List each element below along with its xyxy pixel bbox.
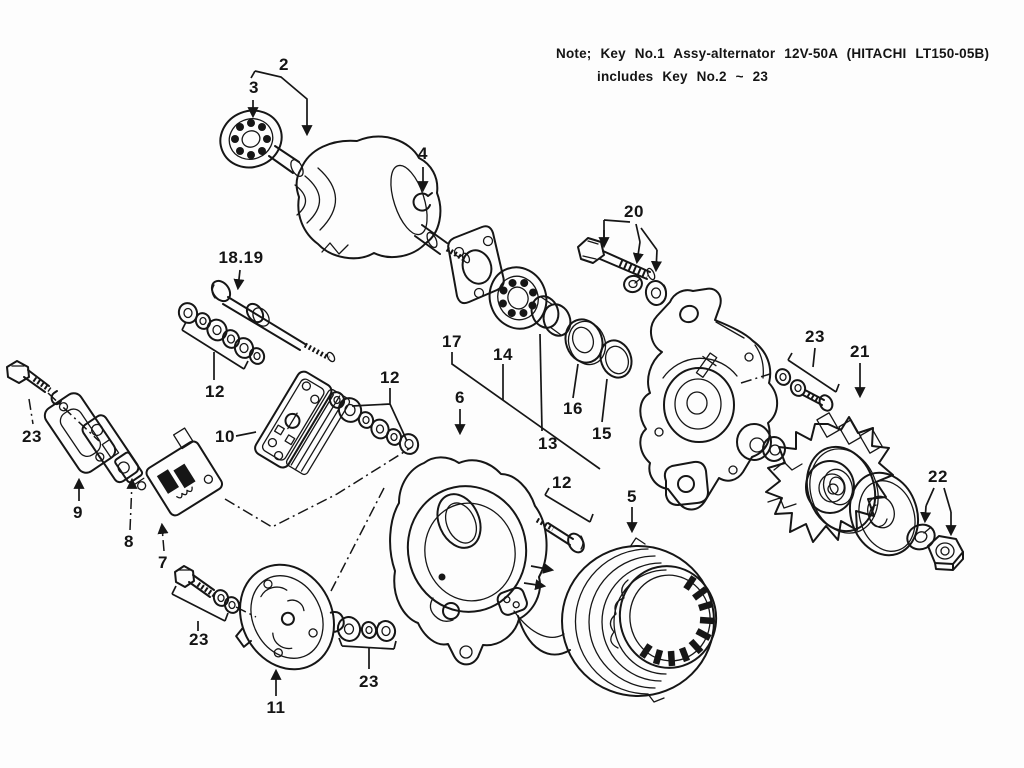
cover-bolt	[535, 517, 585, 554]
bolt-upper-left	[6, 360, 62, 406]
part-label-3: 3	[249, 78, 259, 97]
housing-washers	[736, 423, 786, 462]
part-label-23b: 23	[189, 630, 209, 649]
part-label-14: 14	[493, 345, 513, 364]
part-label-8: 8	[124, 532, 134, 551]
part-label-20: 20	[624, 202, 644, 221]
part-label-12a: 12	[205, 382, 225, 401]
part-label-21: 21	[850, 342, 870, 361]
rotor-shaft-assembly	[219, 109, 471, 264]
stator-winding	[561, 537, 718, 703]
part-label-11: 11	[266, 698, 286, 717]
pulley	[805, 445, 919, 557]
brush-holder-plates	[43, 392, 140, 484]
seal-ring	[599, 339, 633, 379]
assembly-centerlines	[47, 373, 771, 618]
bolt-lower-left	[174, 565, 241, 614]
end-cover-plate	[235, 563, 345, 671]
part-label-13: 13	[538, 434, 558, 453]
bearing-retainer-plate	[447, 225, 505, 305]
brush-holder	[145, 427, 224, 517]
front-cover	[389, 456, 548, 666]
part-label-22: 22	[928, 467, 948, 486]
part-label-23c: 23	[359, 672, 379, 691]
snap-ring	[412, 192, 433, 212]
part-label-23d: 23	[805, 327, 825, 346]
callout-leader-lines	[28, 70, 957, 696]
part-label-23a: 23	[22, 427, 42, 446]
part-label-17: 17	[442, 332, 462, 351]
rear-housing-bracket	[639, 287, 779, 511]
bearing-balls	[231, 119, 271, 159]
collar-ring	[564, 318, 607, 366]
part-label-12c: 12	[552, 473, 572, 492]
part-label-18-19: 18.19	[218, 248, 264, 267]
part-label-7: 7	[158, 553, 168, 572]
stator-slots	[639, 575, 715, 667]
bearing-spacer	[530, 295, 572, 337]
front-bearing	[488, 266, 548, 330]
through-bolt	[210, 279, 336, 363]
housing-bolt-set	[577, 237, 668, 306]
part-label-4: 4	[418, 144, 428, 163]
diagram-note-line1: Note; Key No.1 Assy-alternator 12V-50A (…	[556, 46, 990, 61]
part-label-10: 10	[215, 427, 235, 446]
washer-set-mid	[328, 391, 420, 455]
rectifier-assembly	[254, 370, 351, 476]
washer-nut-set-bottom	[336, 616, 397, 642]
diagram-note-line2: includes Key No.2 ~ 23	[597, 69, 769, 84]
part-label-12b: 12	[380, 368, 400, 387]
lock-washer-and-nut	[906, 523, 964, 571]
part-label-6: 6	[455, 388, 465, 407]
stator-lead-wires	[496, 562, 571, 656]
part-label-16: 16	[563, 399, 583, 418]
washer-set-left	[177, 302, 266, 365]
part-label-15: 15	[592, 424, 612, 443]
part-label-2: 2	[279, 55, 289, 74]
fan-washer-set	[774, 368, 834, 412]
part-label-5: 5	[627, 487, 637, 506]
part-label-9: 9	[73, 503, 83, 522]
